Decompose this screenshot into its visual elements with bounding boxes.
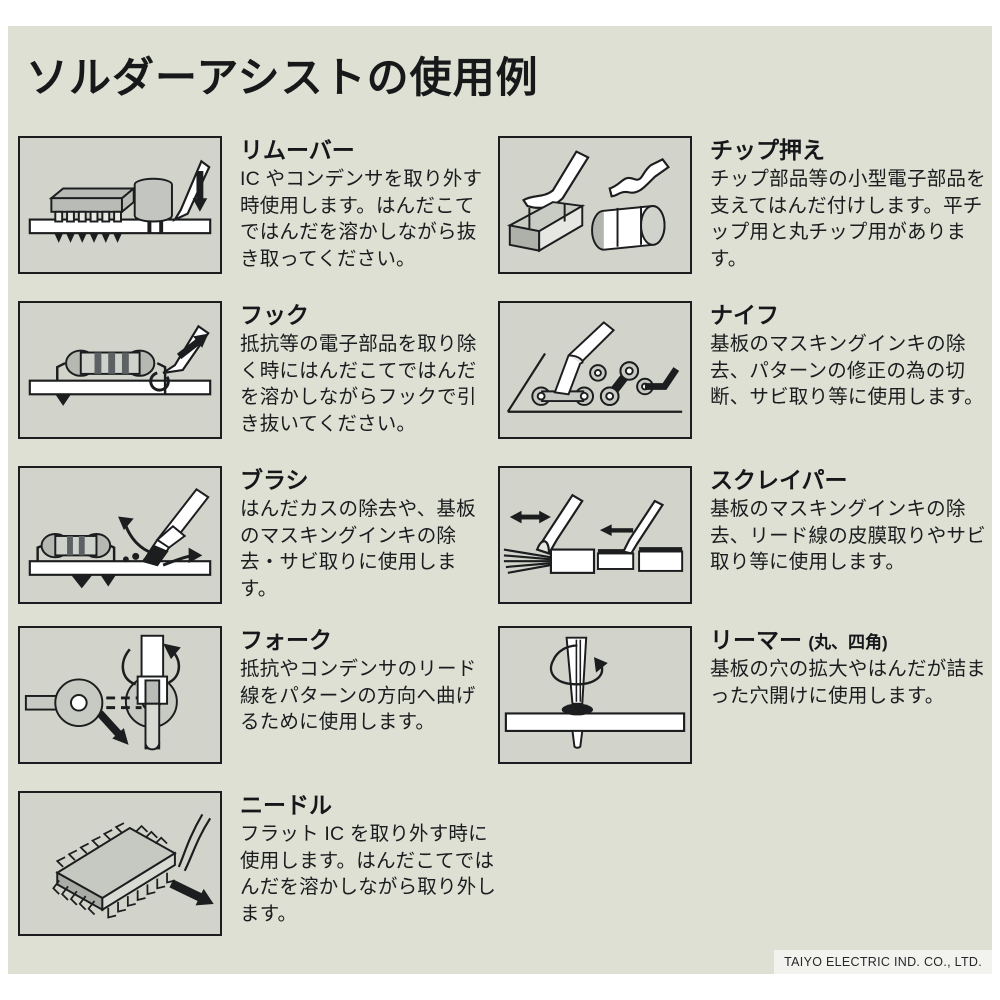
figure-chip-holder (498, 136, 692, 274)
tool-name-brush: ブラシ (240, 467, 309, 493)
figure-remover (18, 136, 222, 274)
figure-scraper (498, 466, 692, 604)
tool-desc-hook: 抵抗等の電子部品を取り除く時にはんだこてではんだを溶かしながらフックで引き抜いて… (240, 333, 477, 435)
tool-name-remover: リムーバー (240, 137, 355, 163)
text-knife: ナイフ 基板のマスキングインキの除去、パターンの修正の為の切断、サビ取り等に使用… (710, 301, 988, 411)
text-fork: フォーク 抵抗やコンデンサのリード線をパターンの方向へ曲げるために使用します。 (240, 626, 488, 736)
text-remover: リムーバー IC やコンデンサを取り外す時使用します。はんだこてではんだを溶かし… (240, 136, 488, 272)
tool-name-reamer-main: リーマー (710, 627, 802, 653)
tool-desc-remover: IC やコンデンサを取り外す時使用します。はんだこてではんだを溶かしながら抜き取… (240, 168, 483, 270)
tool-name-fork: フォーク (240, 627, 332, 653)
figure-reamer (498, 626, 692, 764)
entry-scraper: スクレイパー 基板のマスキングインキの除去、リード線の皮膜取りやサビ取り等に使用… (498, 466, 988, 614)
footer-company-label: TAIYO ELECTRIC IND. CO., LTD. (774, 950, 992, 974)
entry-fork: フォーク 抵抗やコンデンサのリード線をパターンの方向へ曲げるために使用します。 (18, 626, 488, 774)
entry-hook: フック 抵抗等の電子部品を取り除く時にはんだこてではんだを溶かしながらフックで引… (18, 301, 488, 449)
tool-name-reamer: リーマー (丸、四角) (710, 626, 988, 654)
entry-chip-holder: チップ押え チップ部品等の小型電子部品を支えてはんだ付けします。平チップ用と丸チ… (498, 136, 988, 284)
text-needle: ニードル フラット IC を取り外す時に使用します。はんだこてではんだを溶かしな… (240, 791, 498, 927)
entry-reamer: リーマー (丸、四角) 基板の穴の拡大やはんだが詰まった穴開けに使用します。 (498, 626, 988, 774)
tool-name-reamer-suffix: (丸、四角) (808, 633, 888, 652)
tool-name-knife: ナイフ (710, 302, 779, 328)
text-scraper: スクレイパー 基板のマスキングインキの除去、リード線の皮膜取りやサビ取り等に使用… (710, 466, 988, 576)
entry-brush: ブラシ はんだカスの除去や、基板のマスキングインキの除去・サビ取りに使用します。 (18, 466, 488, 614)
tool-name-needle: ニードル (240, 792, 332, 818)
tool-desc-brush: はんだカスの除去や、基板のマスキングインキの除去・サビ取りに使用します。 (240, 498, 476, 600)
text-reamer: リーマー (丸、四角) 基板の穴の拡大やはんだが詰まった穴開けに使用します。 (710, 626, 988, 709)
entry-needle: ニードル フラット IC を取り外す時に使用します。はんだこてではんだを溶かしな… (18, 791, 496, 946)
tool-desc-chip-holder: チップ部品等の小型電子部品を支えてはんだ付けします。平チップ用と丸チップ用があり… (710, 168, 986, 270)
text-hook: フック 抵抗等の電子部品を取り除く時にはんだこてではんだを溶かしながらフックで引… (240, 301, 488, 437)
page-title: ソルダーアシストの使用例 (26, 54, 539, 101)
tool-desc-needle: フラット IC を取り外す時に使用します。はんだこてではんだを溶かしながら取り外… (240, 823, 497, 925)
text-brush: ブラシ はんだカスの除去や、基板のマスキングインキの除去・サビ取りに使用します。 (240, 466, 488, 602)
tool-name-hook: フック (240, 302, 309, 328)
entry-knife: ナイフ 基板のマスキングインキの除去、パターンの修正の為の切断、サビ取り等に使用… (498, 301, 988, 449)
figure-knife (498, 301, 692, 439)
tool-desc-reamer: 基板の穴の拡大やはんだが詰まった穴開けに使用します。 (710, 658, 986, 707)
tool-desc-fork: 抵抗やコンデンサのリード線をパターンの方向へ曲げるために使用します。 (240, 658, 477, 734)
tool-desc-scraper: 基板のマスキングインキの除去、リード線の皮膜取りやサビ取り等に使用します。 (710, 498, 986, 574)
entry-remover: リムーバー IC やコンデンサを取り外す時使用します。はんだこてではんだを溶かし… (18, 136, 488, 284)
tool-name-scraper: スクレイパー (710, 467, 848, 493)
figure-needle (18, 791, 222, 936)
sheet-inner: ソルダーアシストの使用例 (8, 26, 992, 974)
text-chip-holder: チップ押え チップ部品等の小型電子部品を支えてはんだ付けします。平チップ用と丸チ… (710, 136, 988, 272)
figure-fork (18, 626, 222, 764)
tool-name-chip-holder: チップ押え (710, 137, 825, 163)
tool-desc-knife: 基板のマスキングインキの除去、パターンの修正の為の切断、サビ取り等に使用します。 (710, 333, 984, 409)
figure-brush (18, 466, 222, 604)
figure-hook (18, 301, 222, 439)
